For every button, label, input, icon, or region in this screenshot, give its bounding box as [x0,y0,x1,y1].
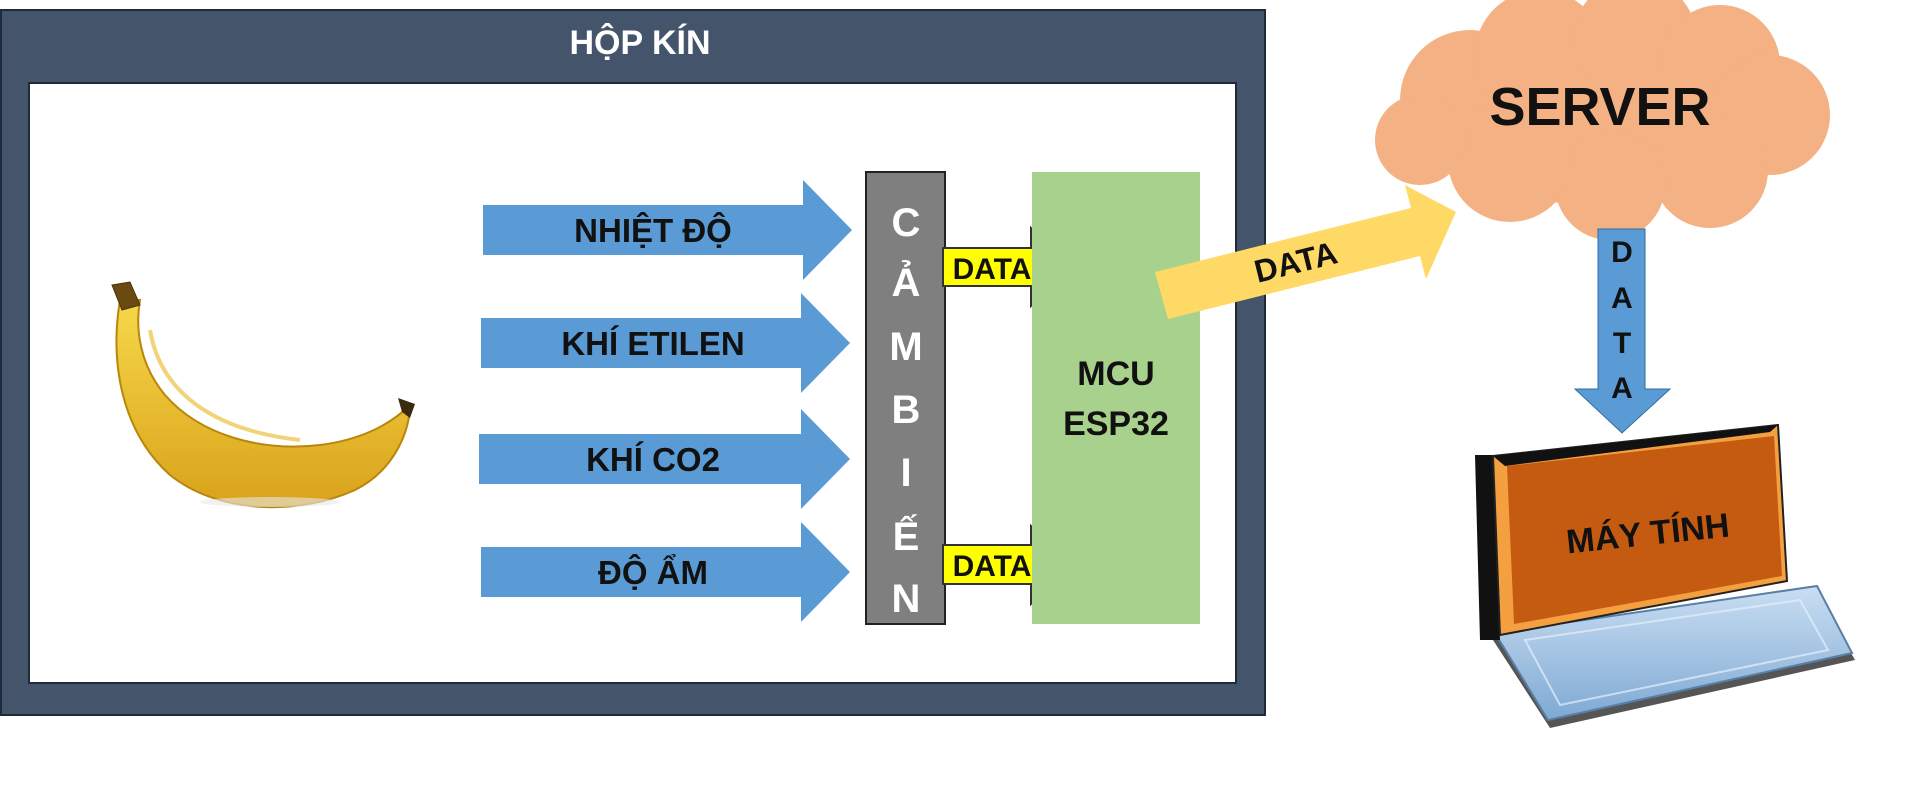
server-cloud: SERVER [1375,0,1830,240]
arrow-ethylene: KHÍ ETILEN [481,293,850,393]
laptop-screen [1507,436,1782,624]
sensor-letter: C [892,201,921,245]
data-label-bottom: DATA [953,550,1032,583]
arrow-label-co2: KHÍ CO2 [586,441,720,478]
mcu-block: MCU ESP32 [1032,172,1200,624]
laptop-keyboard [1493,584,1854,722]
arrow-co2: KHÍ CO2 [479,409,850,509]
sensor-letter: Ả [892,259,921,305]
arrow-label-humidity: ĐỘ ẨM [598,553,708,591]
arrow-humidity: ĐỘ ẨM [481,522,850,622]
box-title: HỘP KÍN [569,23,710,62]
mcu-label-line1: MCU [1077,355,1154,393]
arrow-label-ethylene: KHÍ ETILEN [561,325,744,362]
arrow-temperature: NHIỆT ĐỘ [483,180,852,280]
data-down-letter: A [1611,282,1633,315]
server-label: SERVER [1489,77,1710,137]
data-down-letter: A [1611,372,1633,405]
laptop-screen-back [1475,455,1500,640]
sensor-letter: B [892,388,921,432]
sensor-rect [865,171,946,625]
banana-image [111,281,415,509]
data-label-top: DATA [953,253,1032,286]
sensor-letter: M [889,325,922,369]
sensor-block: C Ả M B I Ế N [865,171,946,625]
mcu-rect [1032,172,1200,624]
arrow-label-temperature: NHIỆT ĐỘ [574,211,732,249]
sensor-letter: Ế [893,513,920,559]
sensor-letter: I [900,451,911,495]
sensor-letter: N [892,577,921,621]
data-arrow-down: D A T A [1573,228,1672,434]
computer-illustration: MÁY TÍNH [1475,423,1855,728]
input-arrows: NHIỆT ĐỘ KHÍ ETILEN KHÍ CO2 ĐỘ ẨM [479,180,852,622]
data-down-letter: D [1611,236,1633,269]
mcu-label-line2: ESP32 [1063,405,1169,443]
data-down-letter: T [1613,327,1631,360]
